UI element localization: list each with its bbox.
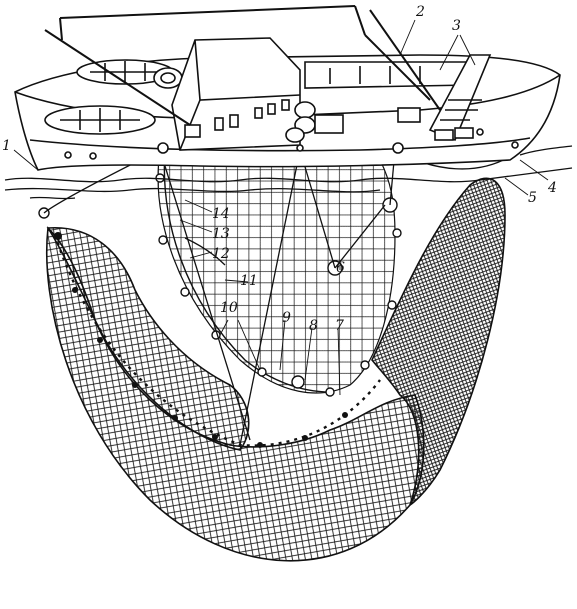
label-8: 8 <box>309 318 318 334</box>
part-labels: 1 2 3 4 5 6 7 8 9 10 11 12 13 14 <box>2 4 557 334</box>
label-14: 14 <box>212 206 230 222</box>
net-right-wing <box>371 177 506 507</box>
label-2: 2 <box>415 4 425 20</box>
label-12: 12 <box>212 246 230 262</box>
booms <box>44 5 441 126</box>
label-1: 1 <box>2 138 11 154</box>
label-13: 13 <box>212 226 230 242</box>
label-10: 10 <box>220 300 238 316</box>
label-5: 5 <box>528 190 537 206</box>
label-11: 11 <box>240 273 258 289</box>
label-6: 6 <box>336 260 345 276</box>
label-9: 9 <box>282 310 291 326</box>
label-4: 4 <box>547 180 557 196</box>
winch <box>285 101 344 143</box>
net-left-wing <box>46 227 250 451</box>
net-inner-pocket <box>157 149 396 394</box>
net-body <box>45 149 506 562</box>
water-surface <box>4 145 573 200</box>
label-3: 3 <box>452 18 461 34</box>
label-7: 7 <box>335 318 344 334</box>
purse-rings <box>38 149 402 397</box>
float-line <box>53 232 381 448</box>
ship <box>14 37 561 171</box>
label-leaders <box>13 19 549 396</box>
